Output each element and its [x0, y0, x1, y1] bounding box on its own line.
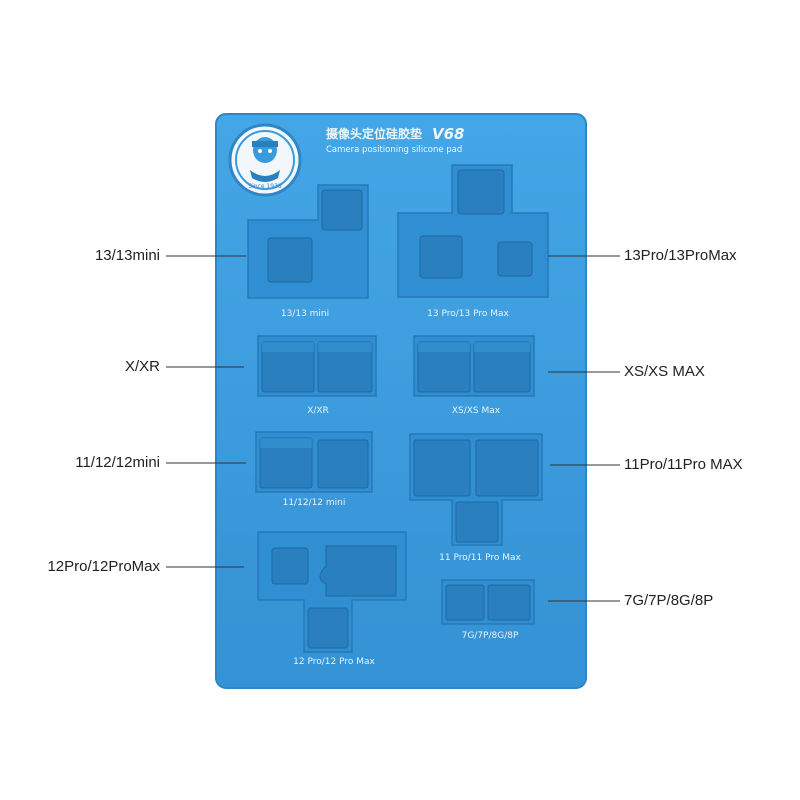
callout-7g-7p-8g-8p: 7G/7P/8G/8P	[624, 592, 714, 609]
well-13pro-13promax	[397, 164, 549, 298]
well-11pro-11promax	[409, 433, 543, 546]
engraved-12pro-12promax: 12 Pro/12 Pro Max	[293, 657, 375, 667]
engraved-11pro-11promax: 11 Pro/11 Pro Max	[439, 553, 521, 563]
well-xs-xsmax	[413, 335, 535, 397]
callout-x-xr: X/XR	[124, 358, 160, 375]
engraved-13-13mini: 13/13 mini	[281, 309, 329, 319]
title-chinese: 摄像头定位硅胶垫	[326, 126, 422, 141]
callout-11-12-12mini: 11/12/12mini	[75, 454, 160, 471]
callout-13-13mini: 13/13mini	[94, 247, 160, 264]
leader-lines	[166, 255, 620, 602]
model-name: V68	[432, 125, 464, 143]
logo-since-text: Since 1938	[248, 183, 282, 190]
well-7g-7p-8g-8p	[441, 579, 535, 625]
callout-13pro-13promax: 13Pro/13ProMax	[624, 247, 737, 264]
callout-12pro-12promax: 12Pro/12ProMax	[47, 558, 160, 575]
well-12pro-12promax	[257, 531, 407, 653]
callout-xs-xsmax: XS/XS MAX	[624, 363, 705, 380]
engraved-13pro-13promax: 13 Pro/13 Pro Max	[427, 309, 509, 319]
engraved-7g-7p-8g-8p: 7G/7P/8G/8P	[462, 631, 519, 641]
well-x-xr	[257, 335, 377, 397]
brand-logo: Since 1938	[228, 123, 302, 197]
subtitle: Camera positioning silicone pad	[326, 145, 462, 155]
engraved-xs-xsmax: XS/XS Max	[452, 406, 501, 416]
well-13-13mini	[247, 184, 369, 299]
callout-11pro-11promax: 11Pro/11Pro MAX	[624, 456, 743, 473]
engraved-11-12-12mini: 11/12/12 mini	[283, 498, 346, 508]
engraved-x-xr: X/XR	[307, 406, 329, 416]
well-11-12-12mini	[255, 431, 373, 493]
